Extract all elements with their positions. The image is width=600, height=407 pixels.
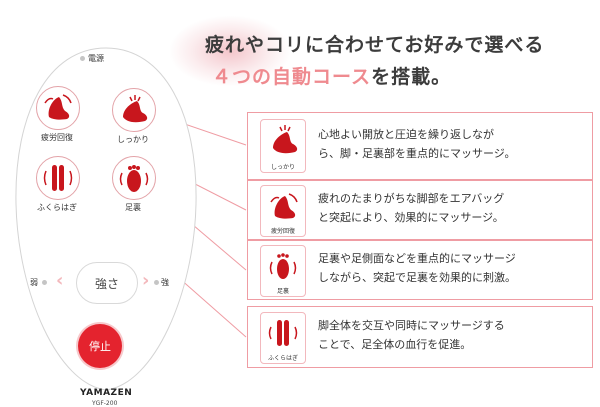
- power-label: 電源: [88, 54, 104, 63]
- power-indicator-dot: [80, 56, 85, 61]
- course-icon-label: 足裏: [276, 288, 289, 295]
- firm-button[interactable]: [112, 88, 156, 132]
- course-text-line: ことで、足全体の血行を促進。: [318, 338, 472, 351]
- sole-button[interactable]: [112, 156, 156, 200]
- course-icon-label: 疲労回復: [270, 228, 295, 235]
- strength-button[interactable]: 強さ: [76, 262, 138, 304]
- headline-glow: [170, 16, 290, 86]
- course-text-line: と突起により、効果的にマッサージ。: [318, 211, 504, 224]
- calf-icon: [43, 165, 73, 191]
- strong-label: 強: [161, 278, 169, 287]
- foot-press-icon: [273, 125, 298, 154]
- chevron-right-icon: ›: [142, 270, 150, 291]
- course-text-line: しながら、突起で足裏を効果的に刺激。: [318, 271, 516, 284]
- headline-rest: を搭載。: [371, 66, 452, 88]
- course-icon-firm: しっかり: [260, 119, 306, 173]
- weak-indicator-dot: [42, 280, 47, 285]
- stop-button[interactable]: 停止: [78, 324, 122, 368]
- calf-icon: [268, 320, 298, 346]
- foot-press-icon: [123, 95, 148, 123]
- remote-control: 電源 疲労回復 しっかり ふくらはぎ 足裏: [8, 44, 204, 407]
- course-description: 疲れのたまりがちな脚部をエアバッグ と突起により、効果的にマッサージ。: [318, 189, 504, 227]
- course-icon-label: ふくらはぎ: [267, 355, 298, 362]
- fatigue-recovery-button[interactable]: [36, 86, 80, 130]
- course-text-line: 脚全体を交互や同時にマッサージする: [318, 319, 505, 332]
- course-text-line: ら、脚・足裏部を重点的にマッサージ。: [318, 147, 516, 160]
- headline-line1: 疲れやコリに合わせてお好みで選べる: [205, 34, 545, 56]
- course-description: 足裏や足側面などを重点的にマッサージ しながら、突起で足裏を効果的に刺激。: [318, 249, 516, 287]
- course-box-fatigue: 疲労回復 疲れのたまりがちな脚部をエアバッグ と突起により、効果的にマッサージ。: [247, 180, 593, 240]
- course-icon-fatigue: 疲労回復: [260, 185, 306, 237]
- course-icon-calf: ふくらはぎ: [260, 312, 306, 364]
- course-text-line: 疲れのたまりがちな脚部をエアバッグ: [318, 192, 505, 205]
- firm-label: しっかり: [117, 135, 149, 144]
- remote-body-outline: [15, 47, 197, 391]
- strong-indicator-dot: [154, 280, 159, 285]
- course-description: 心地よい開放と圧迫を繰り返しなが ら、脚・足裏部を重点的にマッサージ。: [318, 125, 515, 163]
- foot-sole-icon: [119, 165, 149, 192]
- brand-name: YAMAZEN: [80, 388, 133, 398]
- headline-accent: ４つの自動コース: [212, 66, 372, 88]
- course-box-calf: ふくらはぎ 脚全体を交互や同時にマッサージする ことで、足全体の血行を促進。: [247, 306, 593, 368]
- calf-label: ふくらはぎ: [37, 203, 77, 212]
- course-description: 脚全体を交互や同時にマッサージする ことで、足全体の血行を促進。: [318, 316, 505, 354]
- course-text-line: 心地よい開放と圧迫を繰り返しなが: [318, 128, 494, 141]
- course-box-sole: 足裏 足裏や足側面などを重点的にマッサージ しながら、突起で足裏を効果的に刺激。: [247, 240, 593, 300]
- stop-label: 停止: [89, 340, 111, 353]
- calf-button[interactable]: [36, 156, 80, 200]
- chevron-left-icon: ‹: [56, 270, 64, 291]
- course-box-firm: しっかり 心地よい開放と圧迫を繰り返しなが ら、脚・足裏部を重点的にマッサージ。: [247, 112, 593, 180]
- foot-squeeze-icon: [44, 94, 72, 120]
- foot-sole-icon: [269, 253, 297, 279]
- foot-squeeze-icon: [270, 193, 298, 219]
- strength-label: 強さ: [94, 276, 119, 291]
- weak-label: 弱: [30, 278, 38, 287]
- model-number: YGF-200: [92, 400, 118, 407]
- fatigue-recovery-label: 疲労回復: [41, 133, 73, 142]
- course-icon-sole: 足裏: [260, 245, 306, 297]
- sole-label: 足裏: [125, 203, 141, 212]
- headline-line2: ４つの自動コースを搭載。: [212, 62, 451, 89]
- course-text-line: 足裏や足側面などを重点的にマッサージ: [318, 252, 516, 265]
- course-icon-label: しっかり: [270, 164, 295, 171]
